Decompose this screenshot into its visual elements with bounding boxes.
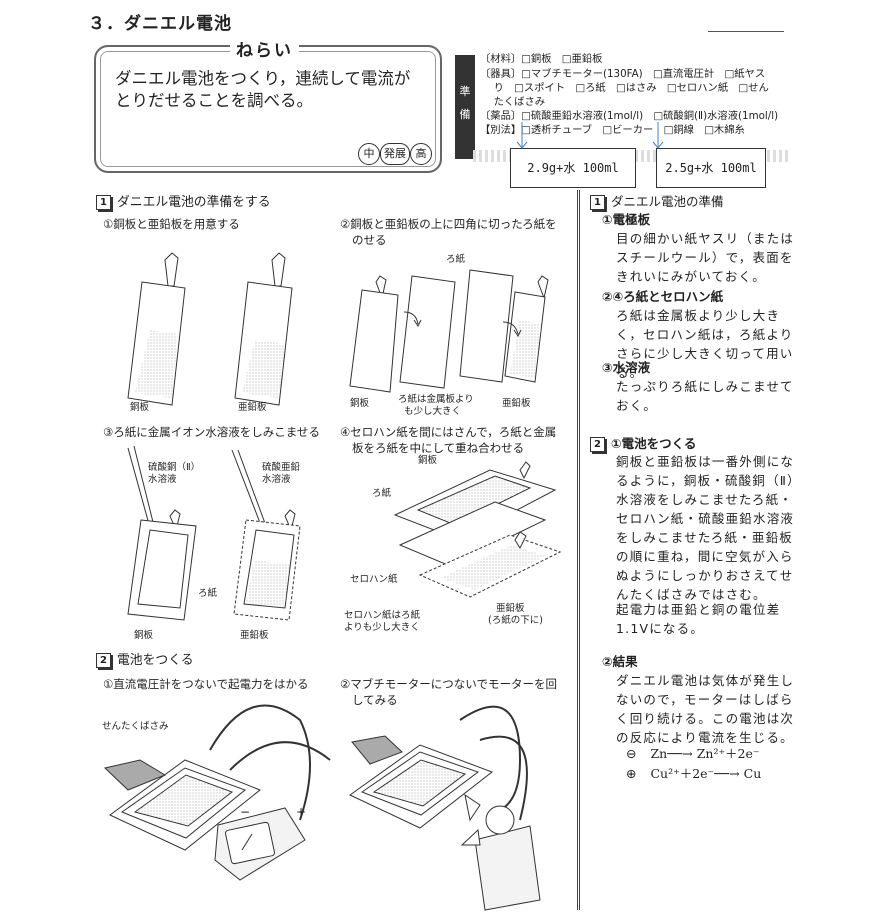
aim-text-line1: ダニエル電池をつくり，連続して電流が xyxy=(115,69,411,88)
reaction-cathode: ⊕ Cu²⁺＋2e⁻──→ Cu xyxy=(626,764,761,783)
left-section-2-title: 電池をつくる xyxy=(117,653,194,668)
zinc-plate-label-4: 亜鉛板 xyxy=(496,603,525,614)
alternative-line: 【別法】□透析チューブ □ビーカー □銅線 □木綿糸 xyxy=(480,124,745,136)
step5-caption: ①直流電圧計をつないで起電力をはかる xyxy=(103,677,309,691)
solution-heading: ③水溶液 xyxy=(602,360,651,375)
step2-caption-line1: ②銅板と亜鉛板の上に四角に切ったろ紙を xyxy=(340,217,557,231)
voltmeter-setup-drawing xyxy=(103,704,331,881)
anode-sign: ⊖ xyxy=(626,746,637,761)
step4-caption-line2: 板をろ紙を中にして重ね合わせる xyxy=(352,441,525,455)
aim-text: ダニエル電池をつくり，連続して電流が とりだせることを調べる。 xyxy=(115,68,435,112)
right-section-1-header: 1 ダニエル電池の準備 xyxy=(590,192,724,211)
zinc-plate-drawing-1 xyxy=(234,252,293,406)
left-section-1-title: ダニエル電池の準備をする xyxy=(117,195,271,210)
copper-plate-label-2: 銅板 xyxy=(350,398,370,409)
cathode-equation: Cu²⁺＋2e⁻──→ Cu xyxy=(650,766,762,781)
copper-plate-drawing-1 xyxy=(127,252,186,406)
cellophane-note-line1: セロハン紙はろ紙 xyxy=(344,610,421,621)
filter-cellophane-heading: ②④ろ紙とセロハン紙 xyxy=(602,289,724,304)
prep-label-top: 準 xyxy=(459,85,471,98)
filter-paper-drawing-2 xyxy=(349,269,549,393)
plus-terminal-label: + xyxy=(296,805,307,819)
prep-label-bottom: 備 xyxy=(459,108,471,121)
zinc-plate-label-1: 亜鉛板 xyxy=(238,402,267,413)
copper-solution-callout: 2.5g+水 100ml xyxy=(656,148,766,188)
step4-caption-line1: ④セロハン紙を間にはさんで，ろ紙と金属 xyxy=(340,425,557,439)
motor-setup-drawing xyxy=(349,705,541,911)
dropper-drawing-3 xyxy=(127,445,301,621)
stage-badge-high: 高 xyxy=(410,143,432,165)
result-heading: ②結果 xyxy=(602,654,638,669)
stage-badge-advanced: 発展 xyxy=(380,143,410,165)
copper-sulfate-label-line2: 水溶液 xyxy=(148,474,177,485)
solution-body: たっぷりろ紙にしみこませておく。 xyxy=(616,379,794,413)
aim-label: ねらい xyxy=(230,36,299,61)
right-section-number-2: 2 xyxy=(590,437,605,452)
chemicals-line: 〔薬品〕□硫酸亜鉛水溶液(1mol/l) □硫酸銅(Ⅱ)水溶液(1mol/l) xyxy=(480,110,779,122)
clip-label: せんたくばさみ xyxy=(102,721,169,732)
cellophane-note-line2: よりも少し大きく xyxy=(344,622,420,633)
prep-label-bar: 準 備 xyxy=(455,55,475,159)
step6-caption-line1: ②マブチモーターにつないでモーターを回 xyxy=(340,677,557,691)
callout-arrow-left xyxy=(516,122,528,149)
stage-badge-middle: 中 xyxy=(358,143,380,165)
page-title: ３．ダニエル電池 xyxy=(88,14,232,34)
step1-caption: ①銅板と亜鉛板を用意する xyxy=(103,217,240,231)
column-divider xyxy=(577,190,580,910)
materials-line: 〔材料〕□銅板 □亜鉛板 xyxy=(480,53,603,65)
copper-plate-label-1: 銅板 xyxy=(130,402,150,413)
result-body: ダニエル電池は気体が発生しないので，モーターはしばらく回り続ける。この電池は次の… xyxy=(616,673,795,745)
layered-sheets-drawing-4 xyxy=(393,461,562,598)
step6-caption-line2: してみる xyxy=(352,693,398,707)
emf-body: 起電力は亜鉛と銅の電位差1.1Vになる。 xyxy=(616,602,781,636)
filter-cellophane-body: ろ紙は金属板より少し大きく，セロハン紙は，ろ紙よりさらに少し大きく切って用いる。 xyxy=(616,308,794,380)
right-section-1-title: ダニエル電池の準備 xyxy=(611,194,724,209)
reaction-anode: ⊖ Zn──→ Zn²⁺＋2e⁻ xyxy=(626,744,760,763)
copper-sulfate-label-line1: 硫酸銅（Ⅱ） xyxy=(148,462,201,473)
zinc-plate-label-2: 亜鉛板 xyxy=(502,398,531,409)
filter-note-line1: ろ紙は金属板より xyxy=(398,394,474,405)
equipment-line-3: たくばさみ xyxy=(480,96,546,108)
callout-arrow-right xyxy=(652,122,664,149)
zinc-solution-callout: 2.9g+水 100ml xyxy=(510,148,636,188)
right-section-2-header: 2 ①電池をつくる xyxy=(590,434,696,453)
copper-plate-label-3: 銅板 xyxy=(134,630,154,641)
electrode-heading: ①電極板 xyxy=(602,212,651,227)
section-number-2: 2 xyxy=(96,653,111,668)
aim-text-line2: とりだせることを調べる。 xyxy=(115,91,313,110)
cathode-sign: ⊕ xyxy=(626,766,637,781)
anode-equation: Zn──→ Zn²⁺＋2e⁻ xyxy=(650,746,760,761)
step2-caption-line2: のせる xyxy=(352,233,387,247)
zinc-plate-note-4: (ろ紙の下に) xyxy=(488,615,543,626)
zinc-sulfate-label-line1: 硫酸亜鉛 xyxy=(262,462,301,473)
zinc-plate-label-3: 亜鉛板 xyxy=(240,630,269,641)
step3-caption: ③ろ紙に金属イオン水溶液をしみこませる xyxy=(103,425,320,439)
electrode-body: 目の細かい紙ヤスリ（またはスチールウール）で，表面をきれいにみがいておく。 xyxy=(616,231,795,284)
filter-paper-label-4: ろ紙 xyxy=(372,488,392,499)
filter-note-line2: も少し大きく xyxy=(404,406,462,417)
right-section-2-title: ①電池をつくる xyxy=(611,436,697,451)
header-rule xyxy=(708,31,784,32)
battery-assembly-body: 銅板と亜鉛板は一番外側になるように，銅板・硫酸銅（Ⅱ）水溶液をしみこませたろ紙・… xyxy=(616,454,801,602)
section-number-1: 1 xyxy=(96,195,111,210)
left-section-1-header: 1 ダニエル電池の準備をする xyxy=(96,191,271,210)
cellophane-label: セロハン紙 xyxy=(350,574,398,585)
filter-paper-label-2: ろ紙 xyxy=(446,254,466,265)
left-section-2-header: 2 電池をつくる xyxy=(96,649,194,668)
zinc-sulfate-label-line2: 水溶液 xyxy=(262,474,291,485)
minus-terminal-label: − xyxy=(240,805,251,819)
equipment-line: 〔器具〕□マブチモーター(130FA) □直流電圧計 □紙ヤス xyxy=(480,68,766,80)
copper-plate-label-4: 銅板 xyxy=(418,455,438,466)
filter-paper-label-3: ろ紙 xyxy=(198,588,218,599)
equipment-line-2: り □スポイト □ろ紙 □はさみ □セロハン紙 □せん xyxy=(480,82,769,94)
right-section-number-1: 1 xyxy=(590,195,605,210)
